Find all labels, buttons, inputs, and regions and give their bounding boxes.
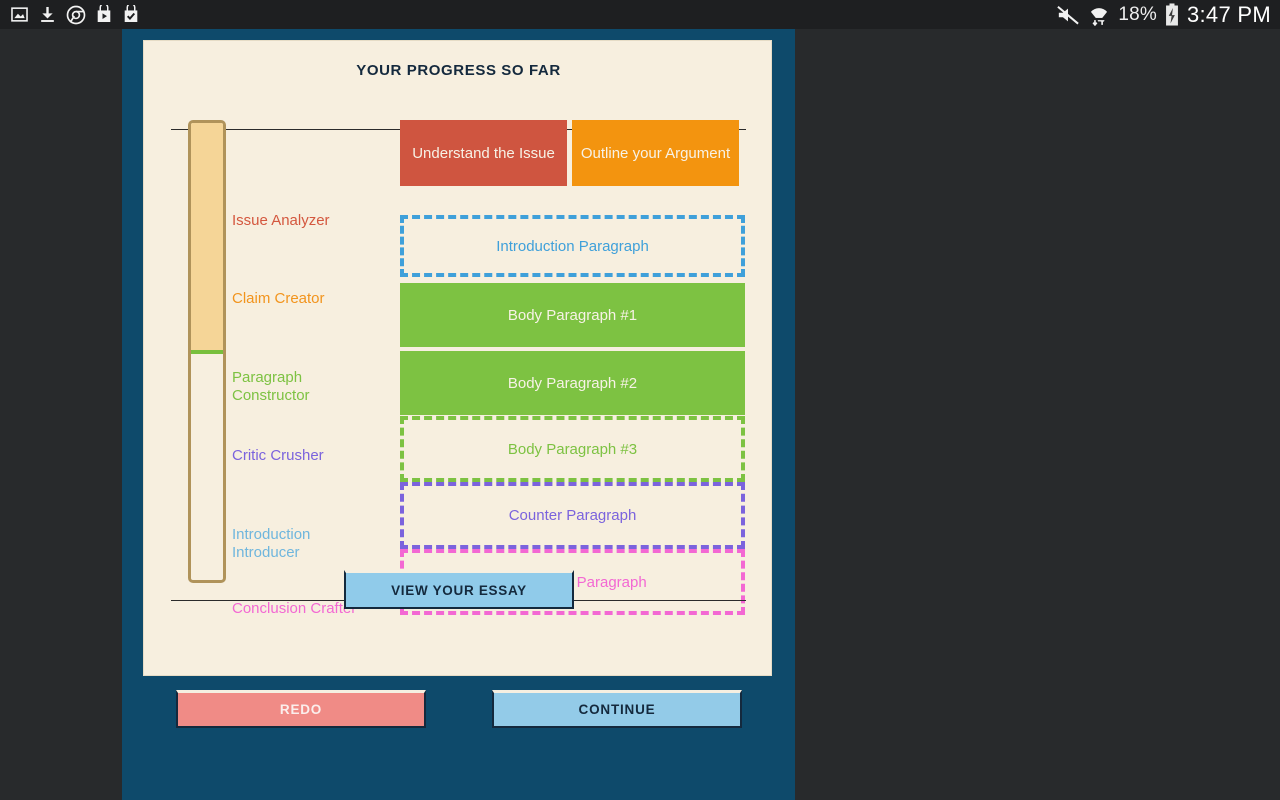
essay-section-block[interactable]: Introduction Paragraph bbox=[400, 215, 745, 277]
stage-label: Issue Analyzer bbox=[232, 212, 330, 229]
essay-section-block[interactable]: Body Paragraph #3 bbox=[400, 416, 745, 482]
play-store-installed-icon bbox=[124, 5, 138, 22]
stage-label: Paragraph Constructor bbox=[232, 369, 310, 404]
stage-label: Conclusion Crafter bbox=[232, 600, 357, 617]
essay-section-block[interactable]: Body Paragraph #1 bbox=[400, 283, 745, 347]
chrome-icon bbox=[66, 5, 86, 24]
essay-section-block[interactable]: Understand the Issue bbox=[400, 120, 567, 186]
essay-section-block[interactable]: Body Paragraph #2 bbox=[400, 351, 745, 415]
view-essay-button[interactable]: VIEW YOUR ESSAY bbox=[344, 570, 574, 609]
battery-charging-icon bbox=[1166, 3, 1178, 26]
progress-bar-fill bbox=[191, 123, 223, 354]
status-bar-system-icons: 18% 3:47 PM bbox=[1056, 2, 1280, 28]
stage-label: Introduction Introducer bbox=[232, 526, 311, 561]
volume-muted-icon bbox=[1057, 5, 1080, 24]
essay-section-block[interactable]: Counter Paragraph bbox=[400, 482, 745, 549]
overall-progress-bar bbox=[188, 120, 226, 583]
stage-label: Claim Creator bbox=[232, 290, 325, 307]
status-bar-clock: 3:47 PM bbox=[1186, 1, 1271, 27]
status-bar-notification-icons bbox=[0, 5, 140, 25]
image-icon bbox=[11, 7, 28, 22]
play-store-icon bbox=[97, 5, 111, 22]
battery-percentage: 18% bbox=[1118, 3, 1157, 25]
page-title: YOUR PROGRESS SO FAR bbox=[356, 62, 561, 79]
redo-button[interactable]: REDO bbox=[176, 690, 426, 728]
essay-section-block[interactable]: Outline your Argument bbox=[572, 120, 739, 186]
download-icon bbox=[41, 6, 54, 22]
android-status-bar[interactable]: 18% 3:47 PM bbox=[0, 0, 1280, 29]
continue-button[interactable]: CONTINUE bbox=[492, 690, 742, 728]
wifi-data-icon bbox=[1091, 7, 1108, 26]
stage-label: Critic Crusher bbox=[232, 447, 324, 464]
